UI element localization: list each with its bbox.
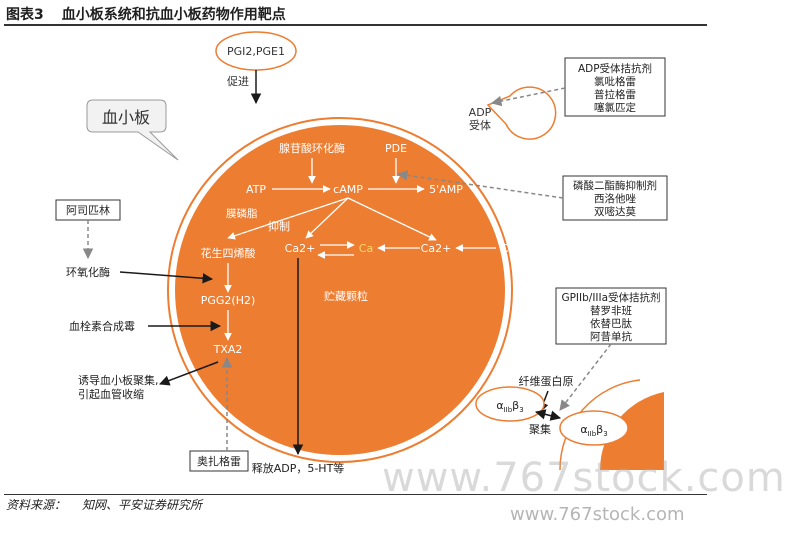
ca-outside-label: Ca bbox=[501, 242, 515, 255]
watermark: www.767stock.com bbox=[382, 455, 786, 501]
source-text: 知网、平安证券研究所 bbox=[82, 498, 203, 512]
camp-label: cAMP bbox=[333, 183, 363, 196]
neighbor-platelet-outline bbox=[559, 379, 641, 471]
figure-title-text: 血小板系统和抗血小板药物作用靶点 bbox=[61, 7, 286, 23]
pde-inhibitor-title: 磷酸二酯酶抑制剂 bbox=[573, 179, 657, 192]
integrin-left-label: αIIbβ3 bbox=[496, 399, 523, 414]
adp-antagonist-arrow bbox=[490, 87, 566, 107]
gp-antagonist-box bbox=[555, 287, 667, 345]
induce-label-line2: 引起血管收缩 bbox=[78, 387, 144, 401]
aggregation-arrow bbox=[534, 409, 562, 421]
adp-antagonist-drug: 普拉格雷 bbox=[594, 88, 636, 101]
platelet-callout bbox=[86, 99, 179, 161]
platelet-label: 血小板 bbox=[102, 108, 150, 127]
integrin-right-label: αIIbβ3 bbox=[580, 423, 607, 438]
top-rule bbox=[4, 24, 707, 26]
promote-label: 促进 bbox=[227, 74, 249, 88]
gp-antagonist-drug: 依替巴肽 bbox=[590, 317, 632, 330]
adp-receptor-shape bbox=[486, 86, 557, 140]
platelet-diagram: PGI2,PGE1 促进 血小板 ADP 受体 ADP受体拮抗剂 氯吡格雷 普拉… bbox=[55, 31, 668, 475]
pgg2-label: PGG2(H2) bbox=[201, 294, 256, 307]
ca-mid-label: Ca bbox=[359, 242, 373, 255]
adenylate-cyclase-label: 腺苷酸环化酶 bbox=[279, 141, 345, 155]
pgi2-label: PGI2,PGE1 bbox=[227, 45, 285, 58]
txa2-label: TXA2 bbox=[213, 343, 243, 356]
adp-antagonist-drug: 噻氯匹定 bbox=[594, 101, 636, 114]
integrin-ellipse-right bbox=[559, 410, 629, 446]
inhibit-label: 抑制 bbox=[268, 219, 290, 233]
pde-inhibitor-drug: 双嘧达莫 bbox=[594, 205, 636, 218]
five-amp-label: 5'AMP bbox=[429, 183, 463, 196]
adp-antagonist-box bbox=[564, 57, 666, 117]
aggregation-label: 聚集 bbox=[529, 422, 551, 436]
source-note: 资料来源： 知网、平安证券研究所 bbox=[6, 496, 202, 513]
cox-arrow bbox=[119, 271, 214, 284]
gp-antagonist-drug: 替罗非班 bbox=[590, 304, 632, 317]
ozagrel-label: 奥扎格雷 bbox=[197, 454, 241, 468]
pde-inhibitor-box bbox=[562, 175, 668, 221]
thromboxane-synthase-label: 血栓素合成霉 bbox=[69, 319, 135, 333]
ca2-left-label: Ca2+ bbox=[285, 242, 316, 255]
txa2-effect-arrow bbox=[159, 361, 219, 386]
aspirin-label: 阿司匹林 bbox=[66, 203, 110, 217]
ca2-right-label: Ca2+ bbox=[421, 242, 452, 255]
watermark-small: www.767stock.com bbox=[510, 504, 685, 525]
ozagrel-box bbox=[189, 450, 249, 472]
figure-number: 图表3 bbox=[6, 7, 44, 23]
platelet-body bbox=[175, 125, 505, 455]
bottom-rule bbox=[4, 494, 707, 495]
figure-title: 图表3 血小板系统和抗血小板药物作用靶点 bbox=[6, 4, 286, 24]
source-label: 资料来源： bbox=[6, 498, 67, 512]
atp-label: ATP bbox=[246, 183, 266, 196]
camp-ca-arrow bbox=[305, 197, 349, 239]
platelet-membrane bbox=[167, 117, 513, 463]
adp-antagonist-drug: 氯吡格雷 bbox=[594, 75, 636, 88]
integrin-ellipse-left bbox=[475, 386, 545, 422]
fibrinogen-label: 纤维蛋白原 bbox=[519, 374, 574, 388]
cox-label: 环氧化酶 bbox=[66, 265, 110, 279]
pde-label: PDE bbox=[385, 142, 407, 155]
gp-antagonist-drug: 阿昔单抗 bbox=[590, 330, 632, 343]
pde-inhibitor-drug: 西洛他唑 bbox=[594, 192, 636, 205]
neighbor-platelet-body bbox=[600, 392, 664, 470]
adp-receptor-line2: 受体 bbox=[469, 118, 491, 132]
phospholipid-label: 膜磷脂 bbox=[226, 207, 258, 220]
camp-inhibit-arrow bbox=[227, 197, 349, 240]
granule-label: 贮藏颗粒 bbox=[324, 289, 368, 303]
release-label: 释放ADP，5-HT等 bbox=[252, 461, 345, 475]
camp-ca-right-arrow bbox=[347, 197, 437, 241]
gp-antagonist-title: GPIIb/IIIa受体拮抗剂 bbox=[561, 291, 660, 304]
adp-receptor-line1: ADP bbox=[469, 106, 492, 119]
arachidonic-label: 花生四烯酸 bbox=[201, 246, 256, 260]
adp-antagonist-title: ADP受体拮抗剂 bbox=[578, 62, 652, 75]
induce-label-line1: 诱导血小板聚集, bbox=[78, 373, 159, 387]
